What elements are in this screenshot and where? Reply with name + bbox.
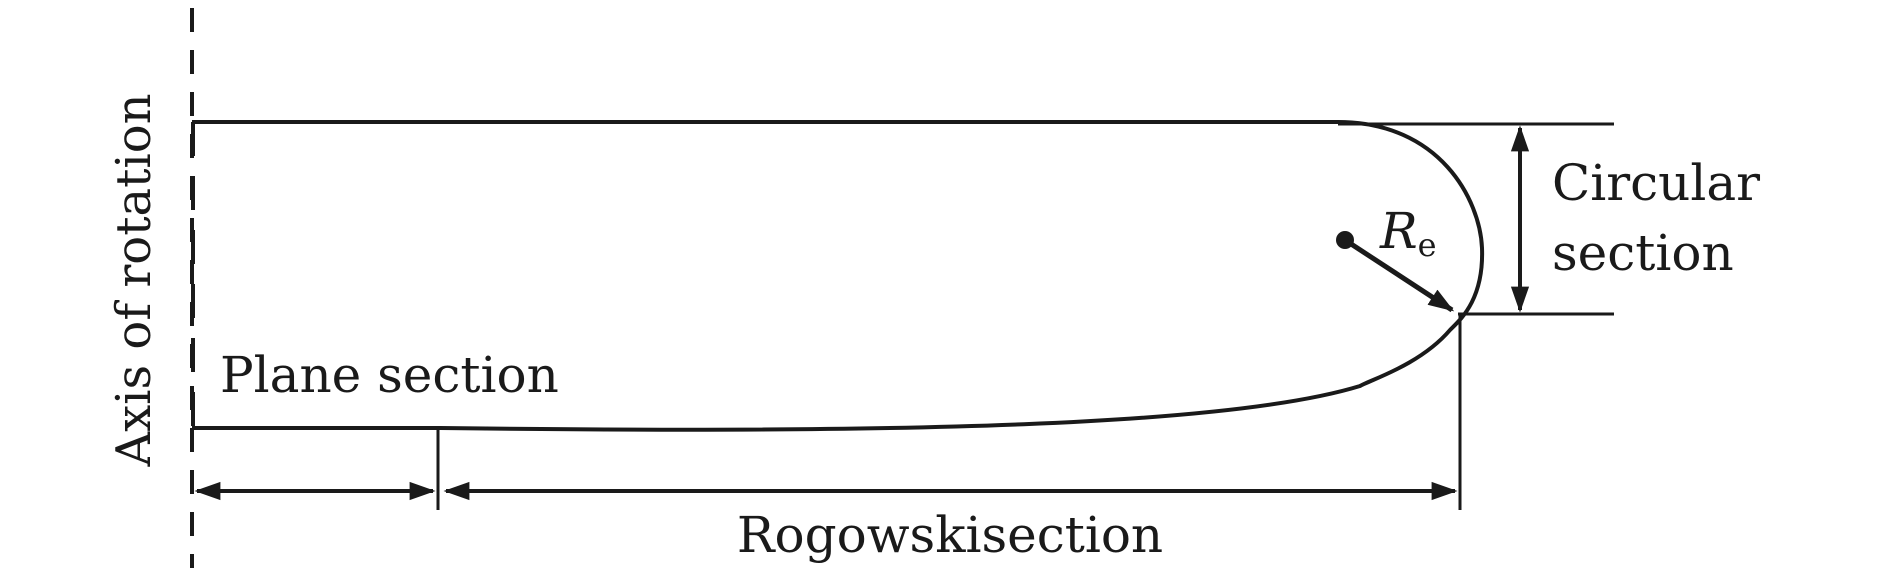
axis-of-rotation-label: Axis of rotation bbox=[106, 93, 162, 467]
circular-section-label-line2: section bbox=[1552, 224, 1734, 282]
electrode-profile bbox=[192, 120, 1485, 432]
radius-arrow bbox=[1343, 237, 1455, 313]
radius-label: Re bbox=[1379, 202, 1437, 264]
radius-symbol: R bbox=[1379, 202, 1418, 260]
plane-section-label: Plane section bbox=[220, 346, 559, 404]
rogowski-section-label: Rogowskisection bbox=[737, 506, 1163, 564]
radius-subscript: e bbox=[1418, 226, 1437, 264]
circular-section-label-line1: Circular bbox=[1552, 154, 1760, 212]
